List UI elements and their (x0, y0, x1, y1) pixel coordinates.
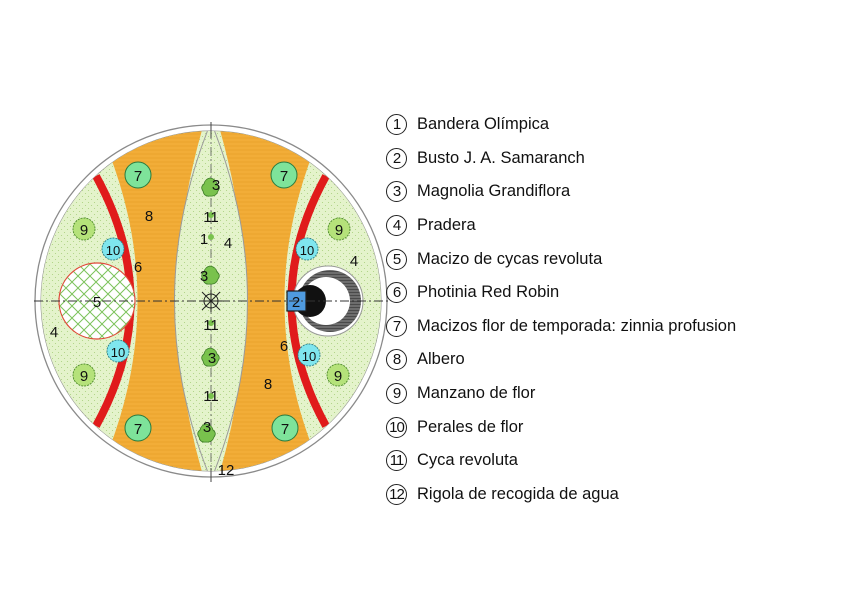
label-10-tr: 10 (300, 243, 314, 258)
legend-label: Magnolia Grandiflora (417, 182, 571, 201)
label-7-br: 7 (281, 421, 289, 438)
legend-label: Manzano de flor (417, 384, 536, 403)
flower-bed-tr (270, 161, 298, 189)
legend-item: 3 Magnolia Grandiflora (386, 175, 836, 209)
legend-label: Perales de flor (417, 417, 524, 436)
legend-label: Cyca revoluta (417, 451, 518, 470)
legend-number: 1 (386, 114, 407, 136)
legend-item: 8 Albero (386, 343, 836, 377)
flower-bed-br (271, 414, 299, 442)
pear-tree-br (297, 343, 321, 367)
magnolia-shape (201, 347, 220, 367)
magnolia-shape (201, 265, 220, 285)
label-3-1: 3 (212, 177, 220, 194)
legend-item: 2 Busto J. A. Samaranch (386, 142, 836, 176)
label-3-4: 3 (203, 419, 211, 436)
label-7-tr: 7 (280, 168, 288, 185)
apple-tree-tr (327, 217, 351, 241)
label-4-left: 4 (50, 324, 58, 341)
legend-number: 11 (386, 450, 407, 472)
cyca-dot (208, 320, 214, 326)
legend-label: Macizo de cycas revoluta (417, 249, 603, 268)
pear-tree-tr (295, 237, 319, 261)
legend-label: Busto J. A. Samaranch (417, 148, 585, 167)
label-9-tr: 9 (335, 222, 343, 239)
label-11-3: 11 (203, 388, 219, 405)
legend-label: Bandera Olímpica (417, 115, 550, 134)
legend-number: 9 (386, 383, 407, 405)
pear-tree-tl (101, 237, 125, 261)
legend-item: 12 Rigola de recogida de agua (386, 478, 836, 512)
label-10-br: 10 (302, 349, 316, 364)
legend-item: 7 Macizos flor de temporada: zinnia profu… (386, 310, 836, 344)
legend-label: Pradera (417, 216, 476, 235)
legend-label: Photinia Red Robin (417, 283, 560, 302)
label-4-right: 4 (350, 253, 358, 270)
label-8-left: 8 (145, 208, 153, 225)
flag-marker (200, 290, 222, 312)
apple-tree-br (326, 363, 350, 387)
label-5: 5 (93, 294, 101, 311)
label-9-br: 9 (334, 368, 342, 385)
label-9-tl: 9 (80, 222, 88, 239)
label-3-3: 3 (208, 350, 216, 367)
cyca-dot (208, 212, 214, 218)
flower-bed-tl (124, 161, 152, 189)
pear-tree-bl (106, 339, 130, 363)
legend-label: Rigola de recogida de agua (417, 484, 619, 503)
legend-item: 10 Perales de flor (386, 410, 836, 444)
legend-number: 5 (386, 248, 407, 270)
label-7-tl: 7 (134, 168, 142, 185)
label-3-2: 3 (200, 268, 208, 285)
legend-label: Macizos flor de temporada: zinnia profus… (417, 316, 737, 335)
label-2: 2 (292, 294, 300, 311)
legend-item: 1 Bandera Olímpica (386, 108, 836, 142)
label-1: 1 (200, 231, 208, 248)
legend-label: Albero (417, 350, 465, 369)
apple-tree-bl (72, 363, 96, 387)
cyca-dot (208, 234, 214, 240)
legend-item: 11 Cyca revoluta (386, 444, 836, 478)
label-8-right: 8 (264, 376, 272, 393)
magnolia-shape (197, 423, 216, 443)
legend-number: 3 (386, 181, 407, 203)
legend-number: 10 (386, 416, 407, 438)
legend-number: 12 (386, 483, 407, 505)
legend: 1 Bandera Olímpica 2 Busto J. A. Samaranch… (386, 108, 836, 511)
label-10-tl: 10 (106, 243, 120, 258)
legend-item: 4 Pradera (386, 209, 836, 243)
label-12: 12 (218, 462, 235, 479)
apple-tree-tl (72, 217, 96, 241)
label-11-2: 11 (203, 317, 219, 334)
label-6-right: 6 (280, 338, 288, 355)
legend-number: 2 (386, 147, 407, 169)
label-9-bl: 9 (80, 368, 88, 385)
label-11-1: 11 (203, 209, 219, 226)
flower-bed-bl (124, 414, 152, 442)
legend-item: 9 Manzano de flor (386, 377, 836, 411)
legend-item: 6 Photinia Red Robin (386, 276, 836, 310)
legend-number: 7 (386, 315, 407, 337)
legend-item: 5 Macizo de cycas revoluta (386, 242, 836, 276)
legend-number: 6 (386, 282, 407, 304)
label-4-centre: 4 (224, 235, 232, 252)
magnolia-shape (201, 177, 220, 197)
label-10-bl: 10 (111, 345, 125, 360)
legend-number: 4 (386, 215, 407, 237)
label-7-bl: 7 (134, 421, 142, 438)
label-6-left: 6 (134, 259, 142, 276)
cyca-dot (208, 393, 214, 399)
legend-number: 8 (386, 349, 407, 371)
